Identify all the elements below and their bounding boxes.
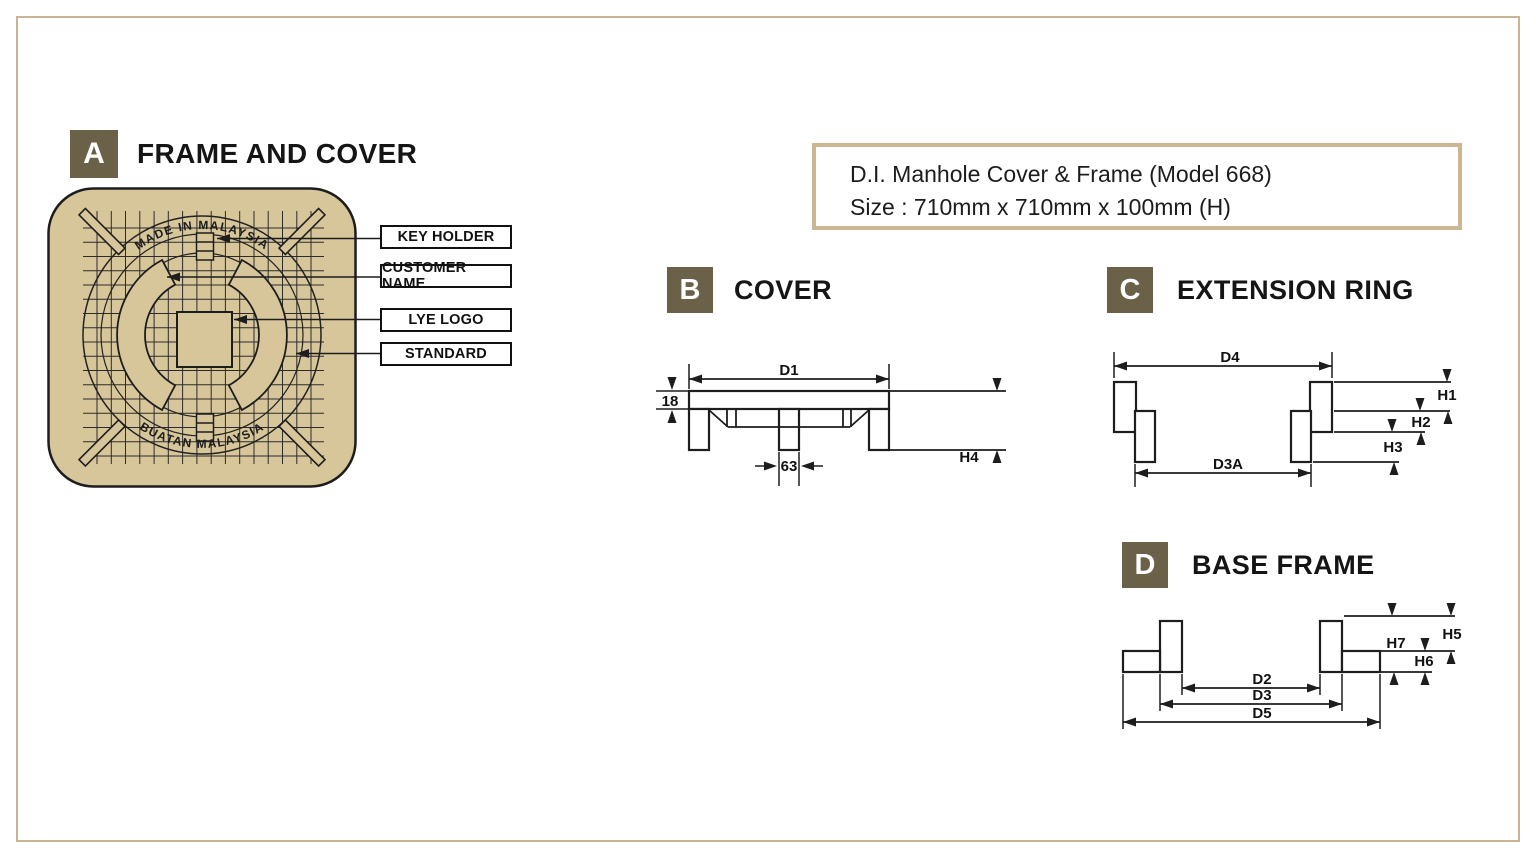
key-holder-top [195,232,215,261]
cover-right-rib [867,407,891,452]
callout-key-holder: KEY HOLDER [380,225,512,249]
dim-h3: H3 [1383,439,1402,456]
cover-section-view: D1 18 63 H4 [656,362,1006,486]
section-a-badge: A [70,130,118,178]
dim-h2: H2 [1411,414,1430,431]
frame-left-wall [1158,619,1184,674]
corner-bars [77,207,327,468]
callout-leaders [167,234,382,358]
dim-d1: D1 [779,362,798,379]
section-d-title: BASE FRAME [1192,549,1375,580]
ring-right-inner [1289,409,1313,464]
callout-standard: STANDARD [380,342,512,366]
model-info-line1: D.I. Manhole Cover & Frame (Model 668) [850,161,1272,187]
cover-center-rib [777,407,801,452]
ring-right-outer [1308,380,1334,434]
cover-plate [687,389,891,411]
dim-d4: D4 [1220,349,1240,366]
section-c-title: EXTENSION RING [1177,274,1414,305]
cover-outer-circle [82,215,322,455]
model-info-box: D.I. Manhole Cover & Frame (Model 668) S… [812,143,1462,230]
dim-d3: D3 [1252,687,1271,704]
dim-h6: H6 [1414,653,1433,670]
frame-and-cover-view: MADE IN MALAYSIA BUATAN MALAYSIA [47,187,382,488]
frame-left-flange [1121,649,1162,674]
section-b-badge: B [667,267,713,313]
lye-logo-square [176,311,233,368]
customer-name-arc [116,258,177,412]
dim-d3a: D3A [1213,456,1243,473]
dim-63: 63 [781,458,798,475]
section-b-title: COVER [734,274,833,305]
section-c-badge: C [1107,267,1153,313]
key-holder-bottom [195,413,215,442]
section-a-title: FRAME AND COVER [137,138,418,169]
ring-left-inner [1133,409,1157,464]
cover-under-ribs [708,409,870,428]
dim-d2: D2 [1252,671,1271,688]
callout-lye-logo: LYE LOGO [380,308,512,332]
base-frame-view: H5 H7 H6 D2 D3 D5 [1121,603,1462,729]
dim-h7: H7 [1386,635,1405,652]
frame-right-flange [1340,649,1382,674]
dim-d5: D5 [1252,705,1271,722]
dim-h5: H5 [1442,626,1461,643]
standard-arc [227,258,288,412]
extension-ring-view: D4 H1 H2 H3 D3A [1112,349,1457,487]
ring-left-outer [1112,380,1138,434]
callout-customer-name: CUSTOMER NAME [380,260,512,292]
dim-18: 18 [662,393,679,410]
section-d-badge: D [1122,542,1168,588]
dim-h4: H4 [959,449,979,466]
dim-h1: H1 [1437,387,1456,404]
model-info-line2: Size : 710mm x 710mm x 100mm (H) [850,194,1231,220]
cover-left-rib [687,407,711,452]
frame-right-wall [1318,619,1344,674]
